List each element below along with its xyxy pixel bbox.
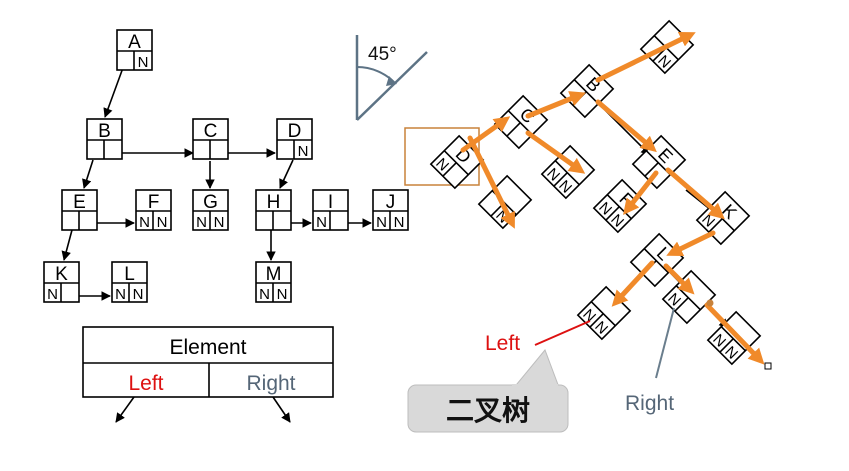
node-k: K N xyxy=(43,261,80,303)
orange-arrow-9 xyxy=(666,230,716,256)
legend-left-label: Left xyxy=(128,372,163,395)
cursor-dot xyxy=(706,299,714,307)
right-pointer-line xyxy=(655,307,675,379)
node-b: B xyxy=(86,118,123,160)
node-e-label: E xyxy=(73,192,86,213)
node-h: H xyxy=(255,189,292,231)
node-c: C xyxy=(192,118,229,160)
legend-left-arrow xyxy=(115,396,135,423)
node-f-right: N xyxy=(157,214,168,231)
node-a-right: N xyxy=(138,54,149,71)
orange-arrow-11 xyxy=(663,263,695,295)
orange-arrow-6 xyxy=(595,99,657,153)
node-b-label: B xyxy=(98,121,111,142)
callout-left-label: Left xyxy=(485,332,520,355)
legend-right-label: Right xyxy=(246,372,295,395)
rotation-45-indicator: 45° xyxy=(355,35,428,121)
rot-node-f: F N N xyxy=(592,178,648,234)
selection-handle[interactable] xyxy=(764,362,772,370)
orange-arrow-3 xyxy=(525,91,586,119)
link-d-h xyxy=(279,159,294,189)
rot-node-g: N N xyxy=(540,144,596,200)
node-g-right: N xyxy=(214,214,225,231)
rot-node-i: N xyxy=(661,269,717,325)
node-i-label: I xyxy=(328,192,333,213)
left-child-right-sibling-tree: A N B C D N xyxy=(43,29,409,303)
orange-arrow-5 xyxy=(595,32,696,83)
caption-bubble-join xyxy=(512,384,558,388)
link-e-k xyxy=(61,229,73,261)
node-g-label: G xyxy=(203,192,218,213)
caption-bubble-body xyxy=(407,384,569,433)
link-a-b xyxy=(103,64,125,118)
orange-arrow-12 xyxy=(704,302,765,365)
node-m-label: M xyxy=(266,264,282,285)
node-d-label: D xyxy=(288,121,302,142)
callout-right-label: Right xyxy=(625,392,674,415)
angle-arc-arrowhead xyxy=(386,76,397,86)
rot-node-d: D N xyxy=(429,134,485,190)
orange-arrow-8 xyxy=(665,167,725,220)
node-g-left: N xyxy=(196,214,207,231)
caption-text: 二叉树 xyxy=(446,394,530,427)
rot-node-c: C xyxy=(493,94,549,150)
node-g: G N N xyxy=(192,189,229,231)
node-m: M N N xyxy=(255,261,292,303)
angle-diagonal-line xyxy=(356,51,428,121)
node-i: I N xyxy=(312,189,349,231)
orange-arrow-7 xyxy=(623,170,659,216)
node-a-label: A xyxy=(128,32,141,53)
node-f-left: N xyxy=(139,214,150,231)
node-i-left: N xyxy=(316,214,327,231)
legend-element-label: Element xyxy=(169,336,246,359)
orange-arrow-2 xyxy=(467,135,515,229)
legend-right-arrow xyxy=(272,396,291,423)
node-j-left: N xyxy=(376,214,387,231)
rot-node-j: N N xyxy=(706,310,762,366)
orange-arrow-4 xyxy=(525,130,586,174)
node-k-label: K xyxy=(55,264,68,285)
left-pointer-line xyxy=(534,320,591,346)
node-a: A N xyxy=(116,29,153,71)
node-d: D N xyxy=(276,118,313,160)
rot-node-e: E xyxy=(631,134,687,190)
node-f-label: F xyxy=(148,192,160,213)
node-e: E xyxy=(61,189,98,231)
node-j-label: J xyxy=(386,192,396,213)
node-j-right: N xyxy=(394,214,405,231)
rotated-binary-tree: N B C D N E N N xyxy=(429,19,772,415)
node-j: J N N xyxy=(372,189,409,231)
node-d-right: N xyxy=(298,143,309,160)
node-f: F N N xyxy=(135,189,172,231)
node-m-right: N xyxy=(277,286,288,303)
node-l-right: N xyxy=(133,286,144,303)
node-l: L N N xyxy=(111,261,148,303)
node-structure-legend: Element Left Right xyxy=(82,326,334,423)
node-c-label: C xyxy=(204,121,218,142)
orange-arrow-1 xyxy=(460,116,511,153)
node-l-left: N xyxy=(115,286,126,303)
node-h-label: H xyxy=(267,192,281,213)
orange-arrow-10 xyxy=(611,260,655,307)
node-k-left: N xyxy=(47,286,58,303)
binary-tree-caption-bubble: 二叉树 xyxy=(407,349,569,433)
node-m-left: N xyxy=(259,286,270,303)
node-l-label: L xyxy=(124,264,135,285)
link-b-e xyxy=(82,159,94,189)
traversal-arrows xyxy=(460,32,765,365)
angle-label: 45° xyxy=(368,44,397,65)
rot-node-h: N xyxy=(477,174,533,230)
